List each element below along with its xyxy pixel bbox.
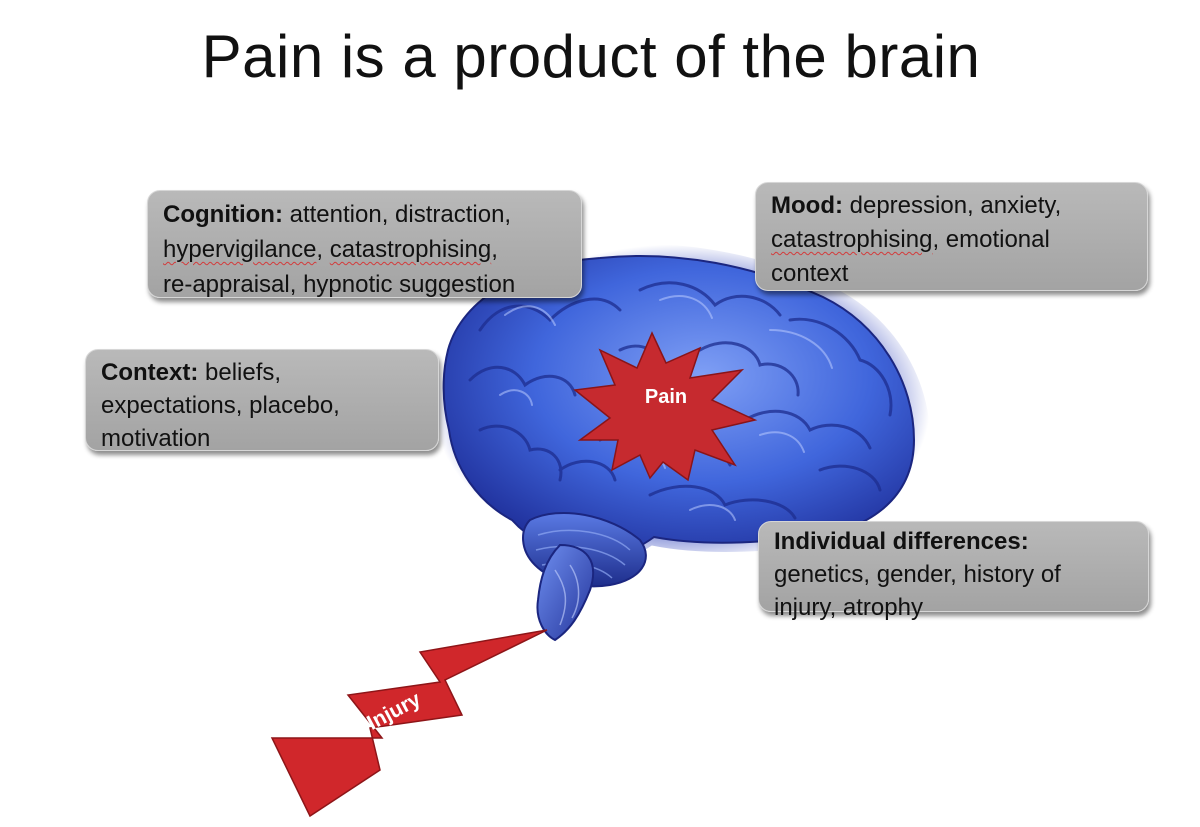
pain-label: Pain xyxy=(645,386,687,408)
pain-burst-icon xyxy=(573,331,758,482)
mood-text-2: , emotional xyxy=(932,226,1050,253)
context-line-1: Context: beliefs, xyxy=(101,356,424,389)
page-title: Pain is a product of the brain xyxy=(201,23,981,90)
mood-box: Mood: depression, anxiety, catastrophisi… xyxy=(755,182,1148,291)
mood-text-1: depression, anxiety, xyxy=(842,192,1062,219)
cognition-text-2: , xyxy=(316,236,330,263)
context-line-3: motivation xyxy=(101,425,211,452)
individual-line-1: Individual differences: xyxy=(774,525,1134,558)
spelling-flag-catastrophising: catastrophising xyxy=(771,226,933,253)
cognition-line-3: re-appraisal, hypnotic suggestion xyxy=(163,271,516,298)
injury-arrow-icon xyxy=(270,629,548,818)
mood-line-1: Mood: depression, anxiety, xyxy=(771,189,1133,223)
mood-line-3: context xyxy=(771,260,849,287)
cognition-line-2: hypervigilance, catastrophising, xyxy=(163,232,567,267)
context-line-2: expectations, placebo, xyxy=(101,392,340,419)
cognition-heading: Cognition: xyxy=(163,201,283,228)
spelling-flag-hypervigilance: hypervigilance xyxy=(163,236,317,263)
context-box: Context: beliefs, expectations, placebo,… xyxy=(85,349,439,452)
cognition-text-1: attention, distraction, xyxy=(282,201,512,228)
individual-line-2: genetics, gender, history of xyxy=(774,561,1061,588)
mood-heading: Mood: xyxy=(771,192,843,219)
spelling-flag-catastrophising: catastrophising xyxy=(329,236,492,263)
cognition-line-1: Cognition: attention, distraction, xyxy=(163,197,567,232)
individual-heading: Individual differences: xyxy=(774,528,1029,555)
individual-differences-box: Individual differences: genetics, gender… xyxy=(758,521,1149,621)
mood-line-2: catastrophising, emotional xyxy=(771,223,1133,257)
cognition-text-2-end: , xyxy=(491,236,498,263)
context-heading: Context: xyxy=(101,359,199,386)
context-text-1: beliefs, xyxy=(198,359,282,386)
cognition-box: Cognition: attention, distraction, hyper… xyxy=(147,190,582,298)
individual-line-3: injury, atrophy xyxy=(774,594,923,621)
